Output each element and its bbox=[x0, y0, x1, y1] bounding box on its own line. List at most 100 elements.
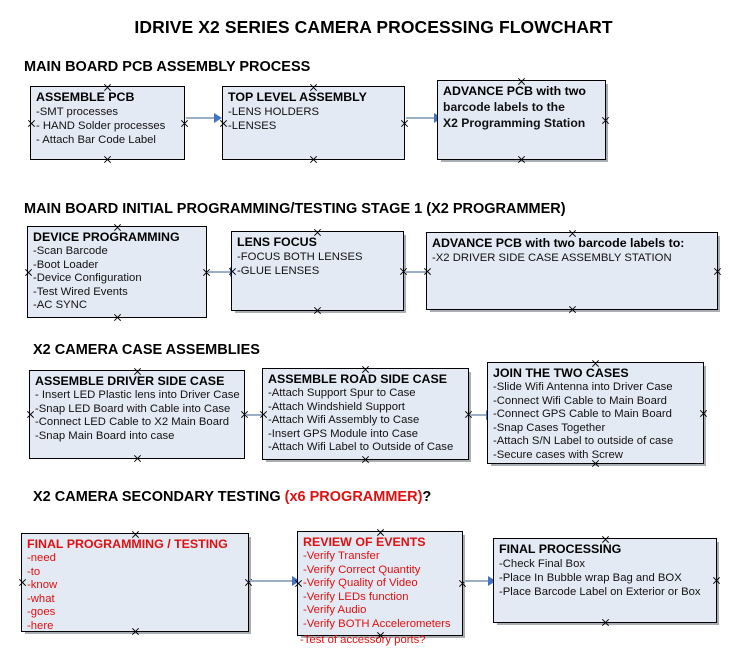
node-line: -Verify BOTH Accelerometers bbox=[303, 617, 451, 630]
section-heading-4-accent: (x6 PROGRAMMER) bbox=[284, 489, 423, 505]
node-assemble-pcb[interactable]: ASSEMBLE PCB -SMT processes - HAND Solde… bbox=[30, 86, 185, 160]
node-line: -know bbox=[27, 579, 58, 592]
node-line: -GLUE LENSES bbox=[237, 265, 320, 278]
selection-handle[interactable] bbox=[26, 410, 35, 419]
arrow-shaft bbox=[464, 580, 488, 582]
selection-handle[interactable] bbox=[228, 267, 237, 276]
node-line: -goes bbox=[27, 606, 56, 619]
node-line: -Attach S/N Label to outside of case bbox=[493, 435, 674, 448]
node-line: -Connect LED Cable to X2 Main Board bbox=[35, 416, 230, 429]
node-title: ADVANCE PCB with two bbox=[443, 84, 586, 98]
selection-handle[interactable] bbox=[294, 579, 303, 588]
node-line: -Scan Barcode bbox=[33, 245, 108, 257]
node-review-of-events[interactable]: REVIEW OF EVENTS -Verify Transfer -Verif… bbox=[297, 531, 463, 636]
selection-handle[interactable] bbox=[400, 119, 409, 128]
selection-handle[interactable] bbox=[601, 116, 610, 125]
selection-handle[interactable] bbox=[113, 313, 122, 322]
section-heading-4-main: X2 CAMERA SECONDARY TESTING bbox=[33, 489, 285, 505]
arrow-shaft bbox=[250, 580, 292, 582]
selection-handle[interactable] bbox=[219, 119, 228, 128]
node-final-programming-testing[interactable]: FINAL PROGRAMMING / TESTING -need -to -k… bbox=[21, 533, 249, 632]
selection-handle[interactable] bbox=[180, 119, 189, 128]
node-assemble-road-side-case[interactable]: ASSEMBLE ROAD SIDE CASE -Attach Support … bbox=[262, 368, 469, 460]
node-line: -Connect Wifi Cable to Main Board bbox=[493, 394, 667, 407]
selection-handle[interactable] bbox=[464, 410, 473, 419]
node-line: -Snap Main Board into case bbox=[35, 429, 175, 442]
node-line: -LENSES bbox=[228, 120, 277, 133]
arrow-final-programming-to-review bbox=[250, 576, 300, 586]
selection-handle[interactable] bbox=[713, 267, 722, 276]
node-top-level-assembly[interactable]: TOP LEVEL ASSEMBLY -LENS HOLDERS -LENSES bbox=[222, 86, 405, 160]
node-title: JOIN THE TWO CASES bbox=[493, 366, 629, 380]
selection-handle[interactable] bbox=[517, 155, 526, 164]
arrow-shaft bbox=[406, 117, 434, 119]
node-line: -X2 DRIVER SIDE CASE ASSEMBLY STATION bbox=[432, 252, 672, 264]
node-line: -Slide Wifi Antenna into Driver Case bbox=[493, 381, 673, 393]
node-line: -Verify Quality of Video bbox=[303, 577, 418, 590]
selection-handle[interactable] bbox=[399, 267, 408, 276]
selection-handle[interactable] bbox=[601, 618, 610, 627]
node-line: -Secure cases with Screw bbox=[493, 448, 623, 461]
selection-handle[interactable] bbox=[240, 410, 249, 419]
selection-handle[interactable] bbox=[309, 155, 318, 164]
node-line: -Test Wired Events bbox=[33, 285, 128, 298]
selection-handle[interactable] bbox=[313, 306, 322, 315]
node-line: - HAND Solder processes bbox=[36, 120, 166, 133]
node-line: -Verify Transfer bbox=[303, 550, 380, 562]
section-heading-3: X2 CAMERA CASE ASSEMBLIES bbox=[33, 342, 260, 358]
node-line: -what bbox=[27, 592, 55, 605]
node-line: -Check Final Box bbox=[499, 558, 586, 570]
node-line: -LENS HOLDERS bbox=[228, 106, 320, 118]
node-line: -Connect GPS Cable to Main Board bbox=[493, 408, 672, 421]
node-line: -Snap Cases Together bbox=[493, 421, 606, 434]
section-heading-4: X2 CAMERA SECONDARY TESTING (x6 PROGRAMM… bbox=[33, 489, 431, 505]
arrow-shaft bbox=[208, 271, 230, 273]
node-lens-focus[interactable]: LENS FOCUS -FOCUS BOTH LENSES -GLUE LENS… bbox=[231, 231, 404, 311]
node-line: -to bbox=[27, 565, 41, 578]
arrow-pcb-to-top-level bbox=[186, 113, 222, 123]
node-line: -Attach Wifi Assembly to Case bbox=[268, 414, 420, 427]
selection-handle[interactable] bbox=[712, 576, 721, 585]
node-line: -Place In Bubble wrap Bag and BOX bbox=[499, 572, 682, 585]
selection-handle[interactable] bbox=[699, 409, 708, 418]
node-advance-pcb-driver-side-station[interactable]: ADVANCE PCB with two barcode labels to: … bbox=[426, 232, 718, 310]
selection-handle[interactable] bbox=[27, 119, 36, 128]
node-title: FINAL PROCESSING bbox=[499, 542, 622, 556]
node-line: -SMT processes bbox=[36, 106, 119, 118]
section-heading-1: MAIN BOARD PCB ASSEMBLY PROCESS bbox=[24, 59, 311, 75]
node-line: barcode labels to the bbox=[443, 100, 565, 114]
arrow-shaft bbox=[186, 117, 214, 119]
node-assemble-driver-side-case[interactable]: ASSEMBLE DRIVER SIDE CASE - Insert LED P… bbox=[29, 370, 245, 459]
node-line: -FOCUS BOTH LENSES bbox=[237, 251, 363, 263]
node-line: -Place Barcode Label on Exterior or Box bbox=[499, 586, 701, 599]
node-device-programming[interactable]: DEVICE PROGRAMMING -Scan Barcode -Boot L… bbox=[27, 226, 207, 318]
page-title: IDRIVE X2 SERIES CAMERA PROCESSING FLOWC… bbox=[134, 17, 613, 37]
node-advance-pcb-programming-station[interactable]: ADVANCE PCB with two barcode labels to t… bbox=[437, 80, 606, 160]
arrow-head bbox=[214, 113, 222, 123]
selection-handle[interactable] bbox=[18, 578, 27, 587]
selection-handle[interactable] bbox=[202, 268, 211, 277]
section-heading-2: MAIN BOARD INITIAL PROGRAMMING/TESTING S… bbox=[24, 201, 566, 217]
node-line: -Boot Loader bbox=[33, 258, 99, 271]
node-line: -Insert GPS Module into Case bbox=[268, 427, 419, 440]
node-title: ADVANCE PCB with two barcode labels to: bbox=[432, 236, 685, 250]
selection-handle[interactable] bbox=[423, 267, 432, 276]
node-line: -Attach Support Spur to Case bbox=[268, 387, 416, 399]
node-line: -Verify LEDs function bbox=[303, 590, 409, 603]
node-title: LENS FOCUS bbox=[237, 235, 317, 249]
node-line: -here bbox=[27, 619, 54, 632]
selection-handle[interactable] bbox=[361, 455, 370, 464]
node-line: -Attach Windshield Support bbox=[268, 400, 405, 413]
selection-handle[interactable] bbox=[259, 410, 268, 419]
node-final-processing[interactable]: FINAL PROCESSING -Check Final Box -Place… bbox=[493, 538, 717, 623]
selection-handle[interactable] bbox=[103, 155, 112, 164]
node-join-the-two-cases[interactable]: JOIN THE TWO CASES -Slide Wifi Antenna i… bbox=[487, 362, 704, 464]
node-line: -Attach Wifi Label to Outside of Case bbox=[268, 441, 454, 454]
selection-handle[interactable] bbox=[244, 578, 253, 587]
selection-handle[interactable] bbox=[568, 305, 577, 314]
node-line: -Snap LED Board with Cable into Case bbox=[35, 402, 231, 415]
selection-handle[interactable] bbox=[24, 268, 33, 277]
selection-handle[interactable] bbox=[133, 454, 142, 463]
node-line: X2 Programming Station bbox=[443, 116, 586, 130]
selection-handle[interactable] bbox=[458, 579, 467, 588]
